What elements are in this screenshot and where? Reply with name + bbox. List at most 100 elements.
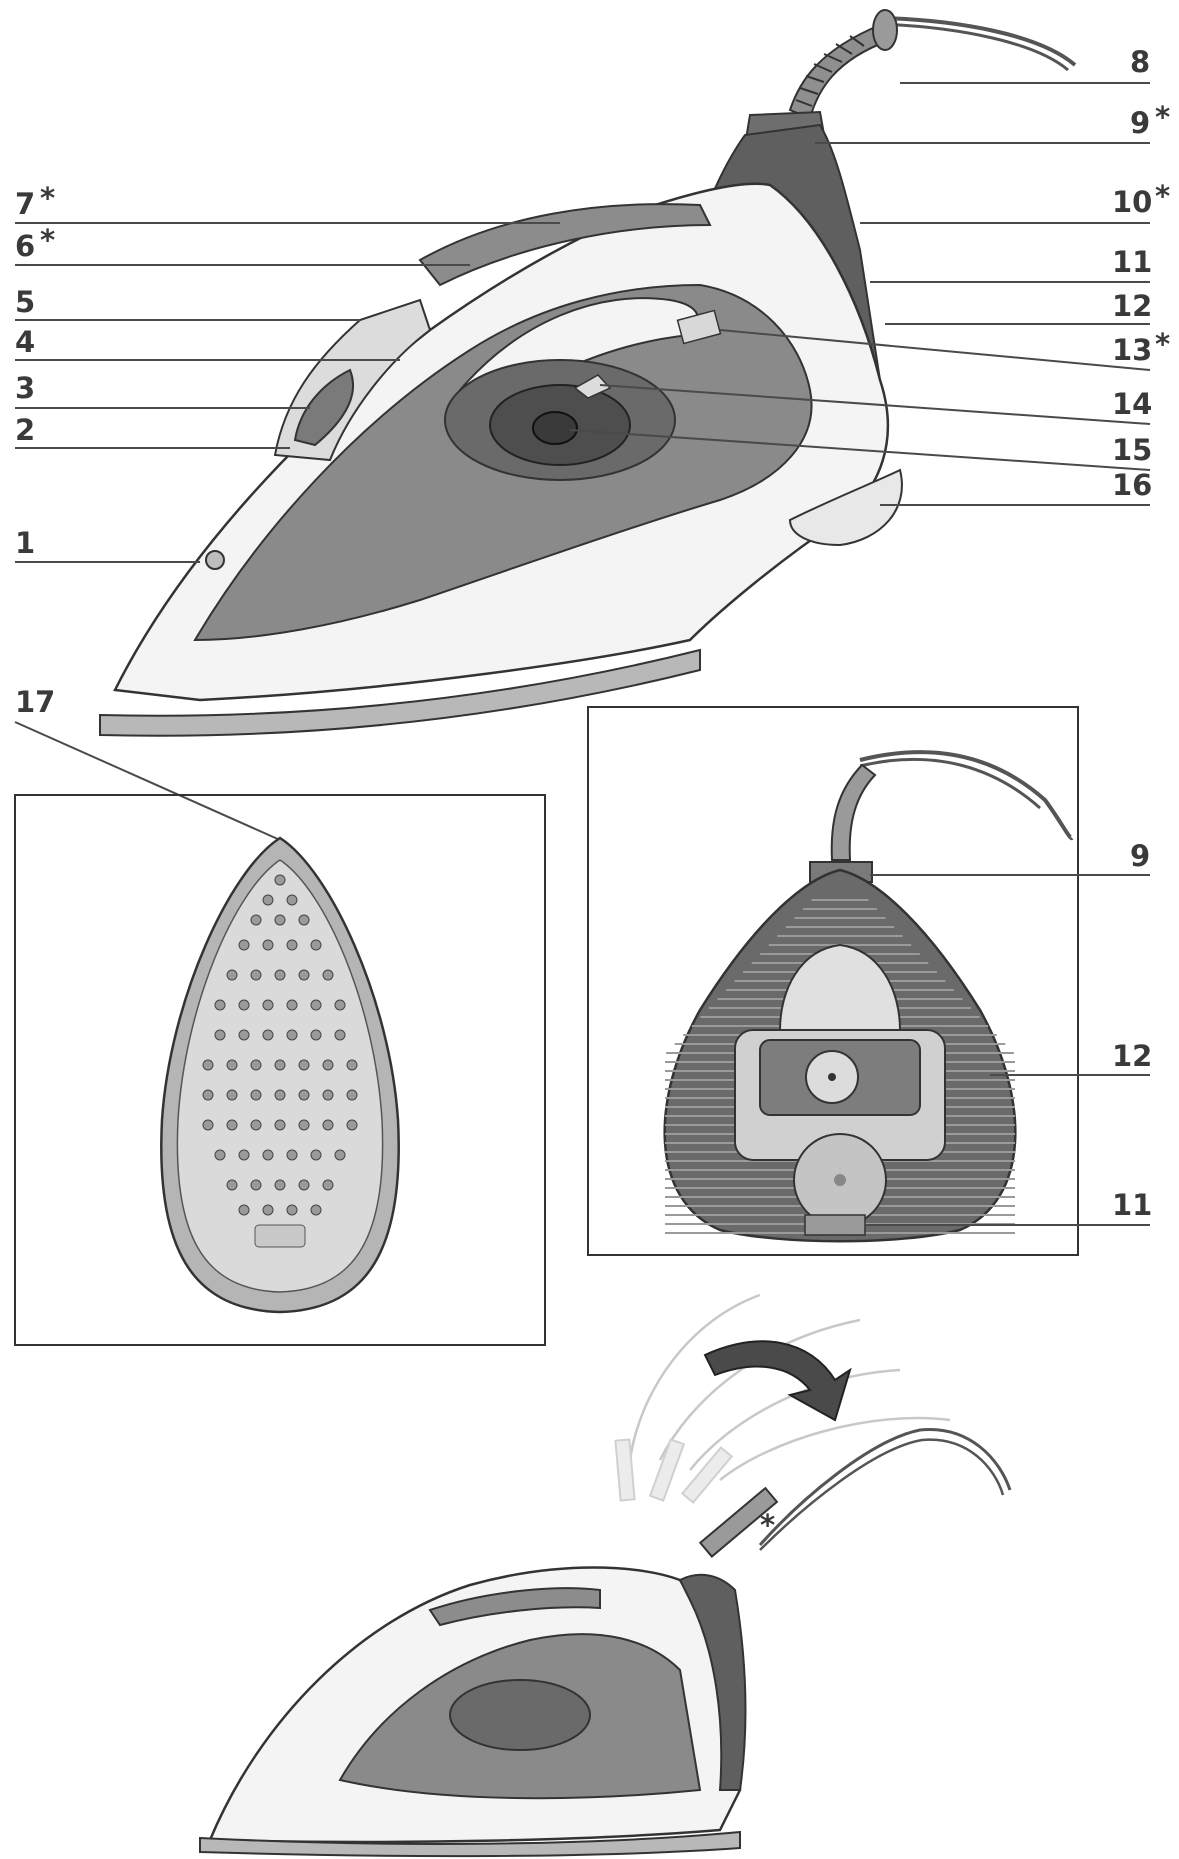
steam-hole	[250, 1119, 262, 1131]
steam-hole	[310, 1029, 322, 1041]
label-7-asterisk: *	[40, 181, 55, 215]
rear-label-11: 11	[1112, 1188, 1152, 1222]
steam-holes	[202, 874, 358, 1216]
steam-hole	[298, 1089, 310, 1101]
temperature-dial	[532, 411, 578, 445]
steam-hole	[202, 1089, 214, 1101]
steam-hole	[310, 999, 322, 1011]
steam-hole	[298, 969, 310, 981]
label-10: 10	[1112, 185, 1152, 219]
label-1: 1	[15, 526, 35, 560]
active-cord-sleeve	[698, 1486, 779, 1558]
spray-nozzle	[205, 550, 225, 570]
rear-view-inset-frame	[587, 706, 1079, 1256]
label-13-asterisk: *	[1155, 327, 1170, 361]
power-cord	[879, 16, 1077, 67]
steam-hole	[226, 1059, 238, 1071]
steam-hole	[310, 1204, 322, 1216]
steam-hole	[334, 1149, 346, 1161]
steam-hole	[322, 1179, 334, 1191]
steam-hole	[226, 1179, 238, 1191]
steam-hole	[202, 1119, 214, 1131]
spray-button	[293, 368, 355, 447]
steam-hole	[298, 914, 310, 926]
steam-hole	[346, 1089, 358, 1101]
steam-hole	[298, 1179, 310, 1191]
steam-hole	[286, 1149, 298, 1161]
steam-hole	[262, 999, 274, 1011]
steam-hole	[274, 1179, 286, 1191]
main-iron-illustration	[99, 9, 1077, 737]
leader-lines-rear	[865, 874, 1150, 1226]
label-7: 7	[15, 187, 35, 221]
label-12: 12	[1112, 289, 1152, 323]
soleplate	[99, 648, 701, 737]
steam-hole	[286, 939, 298, 951]
handle-grip	[418, 203, 712, 287]
steam-hole	[250, 1179, 262, 1191]
steam-hole	[262, 939, 274, 951]
cord-figure-asterisk: *	[760, 1508, 775, 1542]
steam-hole	[322, 1059, 334, 1071]
indicator-window	[676, 309, 722, 345]
steam-hole	[286, 894, 298, 906]
steam-hole	[322, 969, 334, 981]
label-11: 11	[1112, 245, 1152, 279]
label-17: 17	[15, 685, 55, 719]
label-13: 13	[1112, 333, 1152, 367]
label-15: 15	[1112, 433, 1152, 467]
leader-lines-main	[14, 82, 1151, 841]
steam-hole	[214, 1149, 226, 1161]
label-6: 6	[15, 229, 35, 263]
steam-hole	[238, 1029, 250, 1041]
steam-hole	[286, 999, 298, 1011]
pivot-direction-arrow	[703, 1340, 852, 1422]
soleplate-inset-frame	[14, 794, 546, 1346]
label-10-asterisk: *	[1155, 179, 1170, 213]
steam-hole	[214, 999, 226, 1011]
steam-hole	[226, 969, 238, 981]
cord-pivot-illustration	[199, 1293, 1012, 1858]
label-3: 3	[15, 371, 35, 405]
steam-hole	[274, 1119, 286, 1131]
steam-hole	[334, 999, 346, 1011]
label-6-asterisk: *	[40, 223, 55, 257]
steam-hole	[346, 1119, 358, 1131]
steam-hole	[238, 939, 250, 951]
steam-hole	[274, 1089, 286, 1101]
steam-hole	[262, 1204, 274, 1216]
label-5: 5	[15, 285, 35, 319]
steam-hole	[250, 914, 262, 926]
label-9-asterisk: *	[1155, 100, 1170, 134]
steam-hole	[238, 999, 250, 1011]
steam-button	[573, 374, 612, 399]
label-9: 9	[1130, 106, 1150, 140]
soleplate-underside-illustration	[160, 836, 400, 1314]
steam-hole	[250, 1059, 262, 1071]
rear-view-illustration	[663, 750, 1074, 1243]
steam-hole	[226, 1089, 238, 1101]
steam-hole	[238, 1204, 250, 1216]
label-16: 16	[1112, 468, 1152, 502]
steam-hole	[274, 1059, 286, 1071]
steam-hole	[238, 1149, 250, 1161]
steam-hole	[250, 1089, 262, 1101]
heel-rest	[788, 468, 903, 547]
steam-hole	[286, 1029, 298, 1041]
rear-label-12: 12	[1112, 1039, 1152, 1073]
callout-labels-main: 1 2 3 4 5 6 * 7 * 8 9 * 10 * 11 12 13 * …	[15, 45, 1170, 719]
steam-hole	[214, 1029, 226, 1041]
steam-hole	[262, 1149, 274, 1161]
steam-hole	[262, 1029, 274, 1041]
steam-hole	[286, 1204, 298, 1216]
steam-hole	[274, 874, 286, 886]
steam-hole	[202, 1059, 214, 1071]
label-4: 4	[15, 325, 35, 359]
steam-hole	[310, 939, 322, 951]
steam-hole	[310, 1149, 322, 1161]
rear-label-9: 9	[1130, 839, 1150, 873]
steam-hole	[250, 969, 262, 981]
label-2: 2	[15, 413, 35, 447]
steam-hole	[334, 1029, 346, 1041]
steam-hole	[346, 1059, 358, 1071]
